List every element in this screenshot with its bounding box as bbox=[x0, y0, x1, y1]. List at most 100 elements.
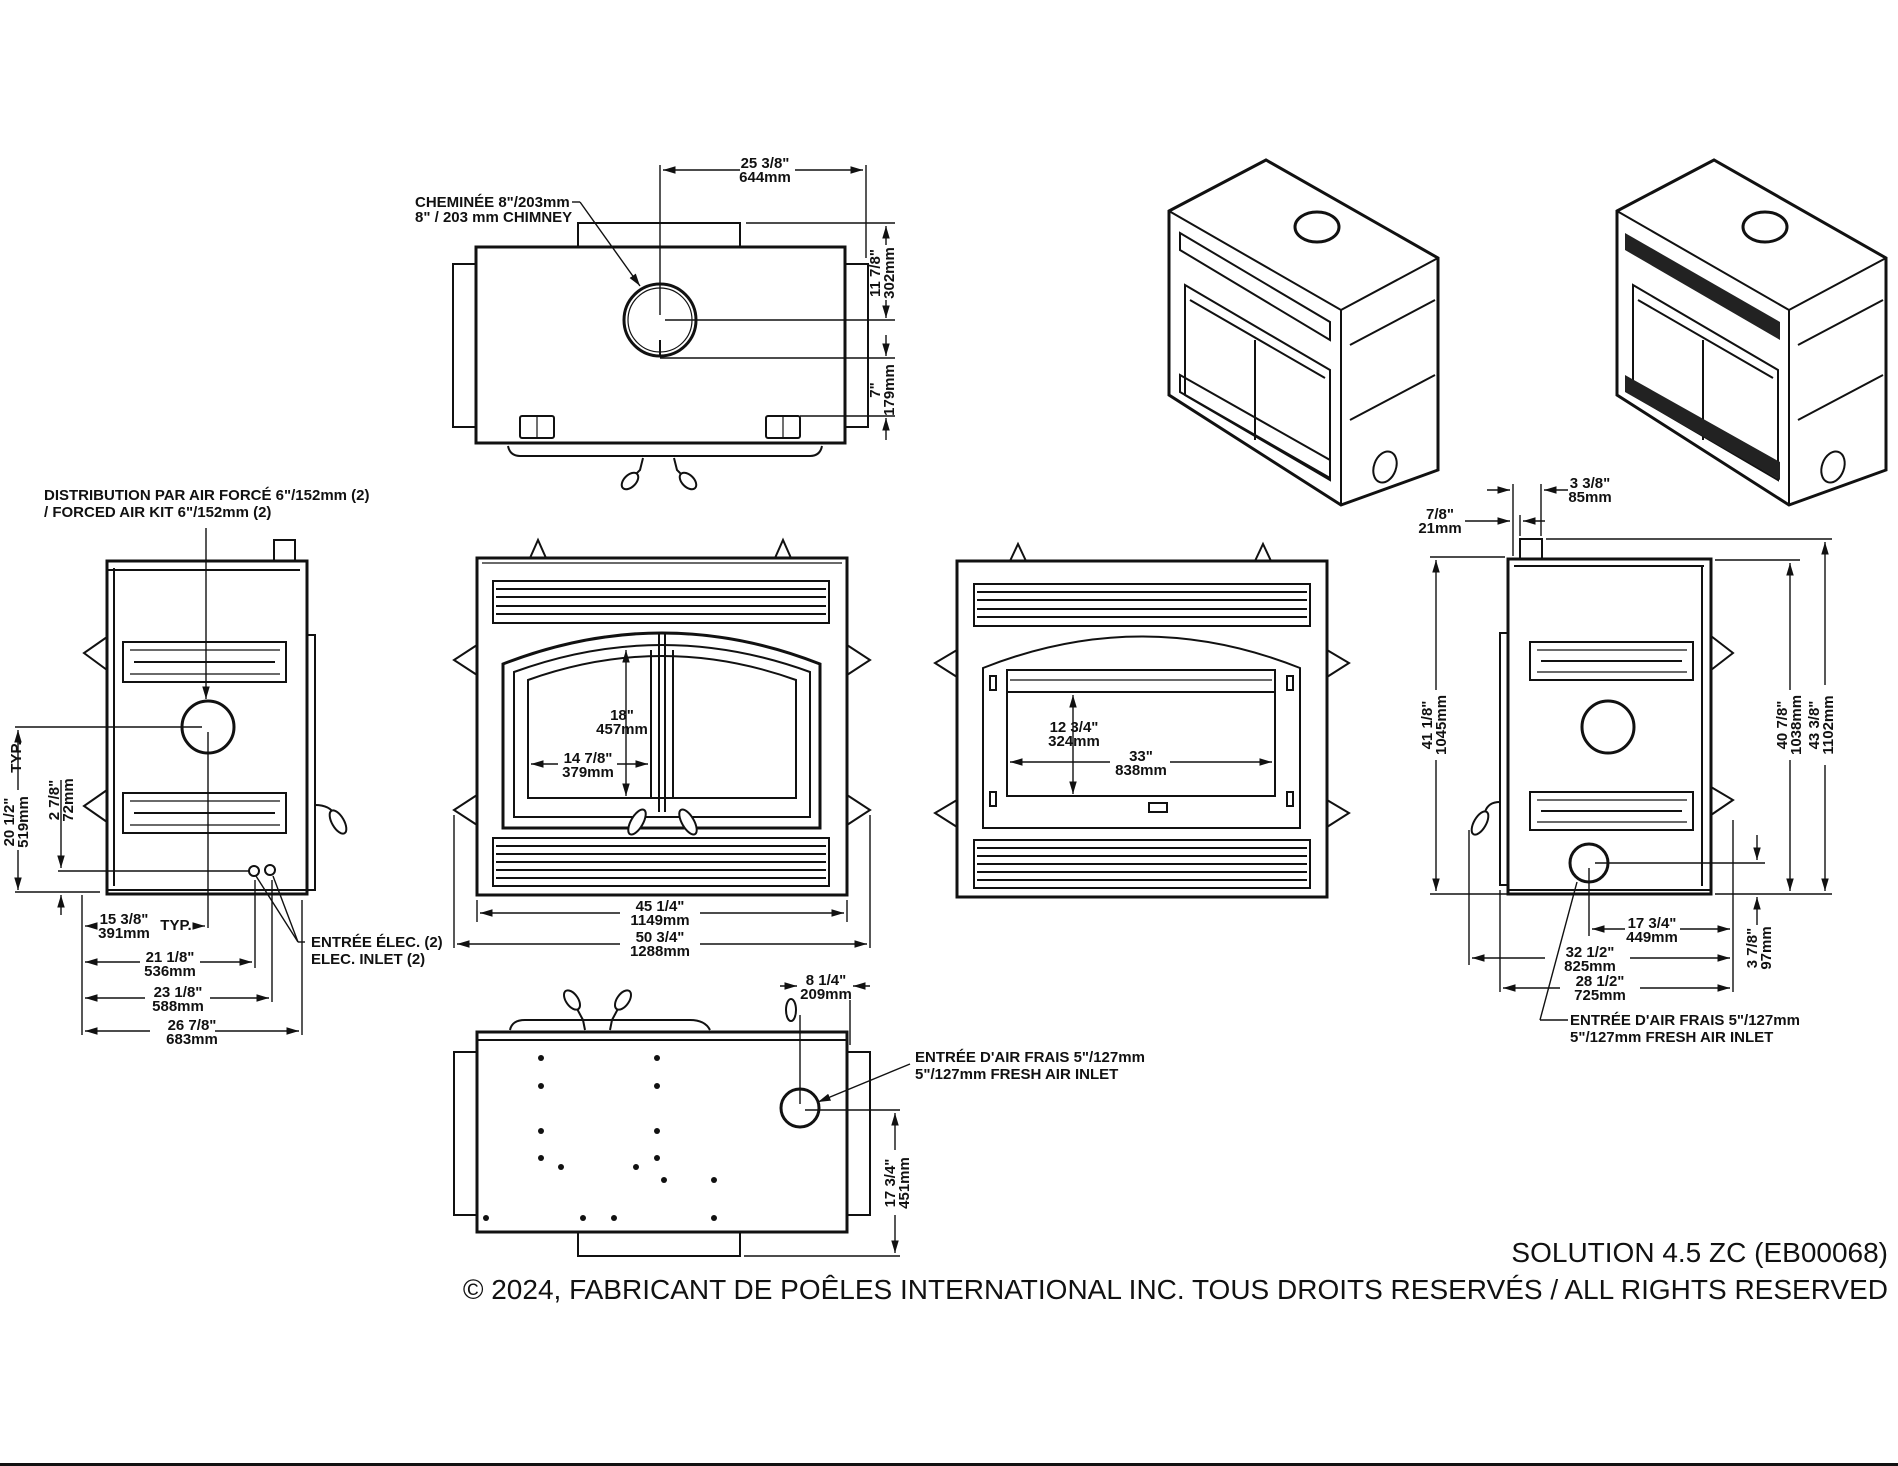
front-opening-body bbox=[955, 559, 1329, 899]
right-duct-icon bbox=[1580, 699, 1636, 755]
bottom-border bbox=[0, 1463, 1898, 1466]
dim-right-depth-body-in: 28 1/2" bbox=[1576, 973, 1625, 990]
front-top-grille bbox=[492, 580, 830, 624]
left-handle-icon bbox=[314, 804, 348, 835]
opening-surround bbox=[982, 635, 1301, 829]
dim-top-depth-a-in: 11 7/8" bbox=[867, 249, 884, 297]
bottom-fasteners bbox=[483, 1055, 717, 1221]
model-title: SOLUTION 4.5 ZC (EB00068) bbox=[1511, 1237, 1888, 1268]
dim-left-height-mm: 519mm bbox=[15, 796, 32, 848]
bottom-handles-icon bbox=[563, 989, 797, 1031]
top-latch-right bbox=[765, 415, 801, 439]
dim-left-height-suffix: TYP. bbox=[8, 741, 25, 772]
dim-right-depth-overall-mm: 825mm bbox=[1564, 958, 1616, 975]
front-view-opening: 12 3/4" 324mm 33" 838mm bbox=[933, 541, 1351, 899]
dim-top-width-mm: 644mm bbox=[739, 169, 791, 186]
bottom-view: 8 1/4" 209mm 17 3/4" 451mm ENTRÉE D'AIR … bbox=[453, 972, 1145, 1257]
top-door-arc bbox=[507, 445, 823, 457]
bottom-fresh-air-label-en: 5"/127mm FRESH AIR INLET bbox=[915, 1066, 1118, 1083]
isometric-view-solid bbox=[1615, 158, 1888, 507]
dim-front-width-in: 45 1/4" bbox=[636, 898, 685, 915]
dim-glass-height-in: 18" bbox=[610, 707, 634, 724]
dim-left-elec-a-in: 21 1/8" bbox=[146, 949, 195, 966]
dim-left-duct-offset-in: 15 3/8" bbox=[100, 911, 149, 928]
dim-top-width-in: 25 3/8" bbox=[741, 155, 790, 172]
top-left-flange bbox=[452, 263, 477, 428]
right-side-view: 3 3/8" 85mm 7/8" 21mm 41 1/8" 1045mm 40 … bbox=[1418, 475, 1837, 1046]
dim-left-elec-height-mm: 72mm bbox=[60, 778, 77, 821]
dim-overall-width-in: 50 3/4" bbox=[636, 929, 685, 946]
elec-inlet-label-en: ELEC. INLET (2) bbox=[311, 951, 425, 968]
dim-overall-width-mm: 1288mm bbox=[630, 943, 690, 960]
dim-glass-height-mm: 457mm bbox=[596, 721, 648, 738]
front-door-handles-icon bbox=[627, 808, 698, 836]
left-standoff-top bbox=[82, 636, 108, 671]
dim-front-offset-in: 7/8" bbox=[1426, 506, 1454, 523]
dim-bottom-inlet-depth-in: 17 3/4" bbox=[882, 1159, 899, 1208]
forced-air-label-en: / FORCED AIR KIT 6"/152mm (2) bbox=[44, 504, 271, 521]
chimney-label-en: 8" / 203 mm CHIMNEY bbox=[415, 209, 572, 226]
elec-inlet-label-fr: ENTRÉE ÉLEC. (2) bbox=[311, 934, 443, 951]
top-handles-icon bbox=[620, 457, 698, 491]
top-right-flange bbox=[844, 263, 869, 428]
dim-inlet-height-mm: 97mm bbox=[1758, 926, 1775, 969]
opening-top-grille bbox=[973, 583, 1311, 627]
dim-inlet-height-in: 3 7/8" bbox=[1744, 928, 1761, 968]
right-handle-icon bbox=[1470, 801, 1501, 836]
dim-glass-width-in: 14 7/8" bbox=[564, 750, 613, 767]
dim-left-elec-b-mm: 588mm bbox=[152, 998, 204, 1015]
left-vent-top bbox=[122, 641, 287, 683]
dim-left-height-in: 20 1/2" bbox=[1, 798, 18, 847]
front-door-frame bbox=[501, 631, 822, 830]
dim-left-elec-height-in: 2 7/8" bbox=[46, 780, 63, 820]
dim-left-duct-offset-mm: 391mm bbox=[98, 925, 150, 942]
dim-opening-width-in: 33" bbox=[1129, 748, 1153, 765]
front-glass bbox=[527, 655, 797, 799]
dim-right-height-overall-mm: 1102mm bbox=[1820, 695, 1837, 754]
dim-opening-height-mm: 324mm bbox=[1048, 733, 1100, 750]
dim-top-depth-b-mm: 179mm bbox=[881, 364, 898, 416]
left-vent-bottom bbox=[122, 792, 287, 834]
right-vent-top bbox=[1529, 641, 1694, 681]
left-standoff-bottom bbox=[82, 789, 108, 823]
isometric-view-louvered bbox=[1167, 158, 1440, 507]
dim-right-height-body-in: 40 7/8" bbox=[1774, 701, 1791, 750]
dim-right-depth-overall-in: 32 1/2" bbox=[1566, 944, 1615, 961]
dim-left-duct-offset-suffix: TYP. bbox=[160, 917, 191, 934]
front-bottom-grille bbox=[492, 837, 830, 887]
forced-air-label-fr: DISTRIBUTION PAR AIR FORCÉ 6"/152mm (2) bbox=[44, 487, 370, 504]
top-view: 25 3/8" 644mm 11 7/8" 302mm 7" 179mm CHE… bbox=[415, 155, 898, 491]
dim-top-depth-a-mm: 302mm bbox=[881, 247, 898, 299]
front-doors-body bbox=[475, 556, 849, 897]
dim-bottom-inlet-side-mm: 209mm bbox=[800, 986, 852, 1003]
right-vent-bottom bbox=[1529, 791, 1694, 831]
chimney-label-fr: CHEMINÉE 8"/203mm bbox=[415, 194, 570, 211]
right-fresh-air-label-en: 5"/127mm FRESH AIR INLET bbox=[1570, 1029, 1773, 1046]
dim-right-height-overall-in: 43 3/8" bbox=[1806, 701, 1823, 750]
top-collar-plate bbox=[577, 222, 741, 248]
dim-glass-width-mm: 379mm bbox=[562, 764, 614, 781]
left-side-view: DISTRIBUTION PAR AIR FORCÉ 6"/152mm (2) … bbox=[1, 487, 443, 1048]
dim-right-height-body-mm: 1038mm bbox=[1788, 695, 1805, 755]
dim-right-depth-body-mm: 725mm bbox=[1574, 987, 1626, 1004]
dim-bottom-inlet-depth-mm: 451mm bbox=[896, 1157, 913, 1209]
opening-bottom-grille bbox=[973, 839, 1311, 889]
dim-bottom-inlet-side-in: 8 1/4" bbox=[806, 972, 846, 989]
dim-left-elec-b-in: 23 1/8" bbox=[154, 984, 203, 1001]
dim-top-depth-b-in: 7" bbox=[867, 382, 884, 397]
dim-right-height-front-in: 41 1/8" bbox=[1419, 701, 1436, 750]
copyright-notice: © 2024, FABRICANT DE POÊLES INTERNATIONA… bbox=[463, 1274, 1888, 1305]
bottom-body bbox=[475, 1030, 849, 1234]
dim-left-elec-a-mm: 536mm bbox=[144, 963, 196, 980]
dim-inlet-offset-mm: 449mm bbox=[1626, 929, 1678, 946]
right-fresh-air-label-fr: ENTRÉE D'AIR FRAIS 5"/127mm bbox=[1570, 1012, 1800, 1029]
front-view-doors: 18" 457mm 14 7/8" 379mm 45 1/4" 1149mm 5… bbox=[452, 537, 872, 960]
dim-opening-height-in: 12 3/4" bbox=[1050, 719, 1099, 736]
dim-collar-in: 3 3/8" bbox=[1570, 475, 1610, 492]
dim-collar-mm: 85mm bbox=[1568, 489, 1611, 506]
bottom-fresh-air-label-fr: ENTRÉE D'AIR FRAIS 5"/127mm bbox=[915, 1049, 1145, 1066]
right-side-body bbox=[1506, 557, 1713, 896]
dim-front-width-mm: 1149mm bbox=[630, 912, 689, 929]
dim-opening-width-mm: 838mm bbox=[1115, 762, 1167, 779]
